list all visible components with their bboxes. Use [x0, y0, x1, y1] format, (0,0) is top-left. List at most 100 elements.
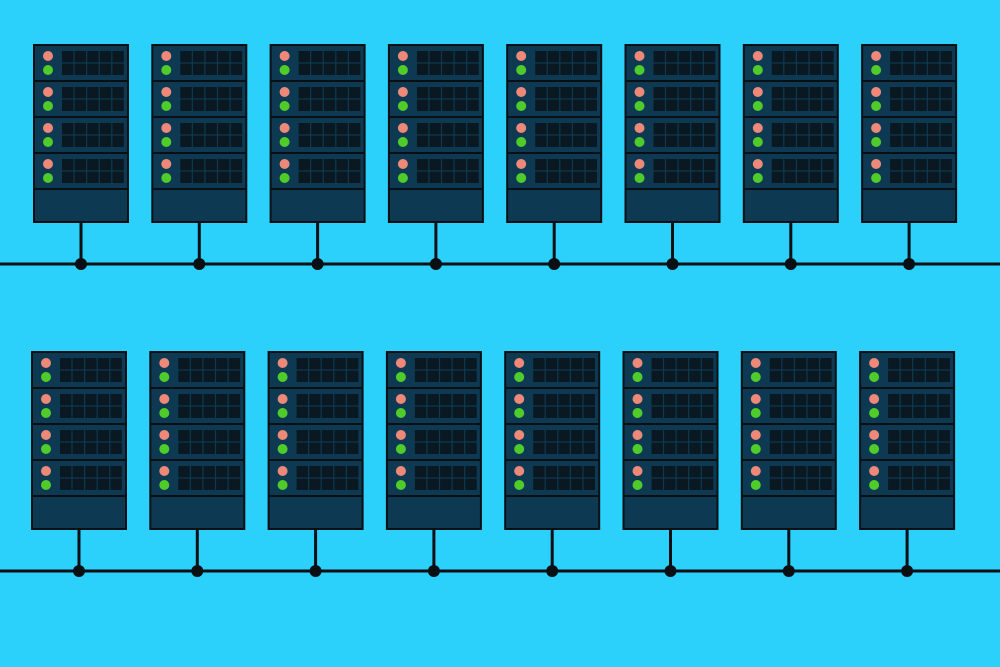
drive-bay	[180, 135, 192, 147]
drive-bay	[74, 51, 86, 63]
drive-bay	[216, 394, 228, 406]
drive-bay	[467, 63, 479, 75]
status-led-red-icon	[634, 159, 645, 169]
status-led-green-icon	[395, 480, 406, 490]
drive-bay	[99, 99, 112, 111]
status-led-green-icon	[634, 101, 645, 111]
drive-bay	[85, 370, 97, 382]
drive-bay	[689, 370, 701, 382]
server-unit	[624, 389, 717, 423]
drive-bay	[321, 394, 334, 406]
drive-bay	[915, 159, 927, 171]
drive-bay	[190, 430, 203, 442]
drive-bay	[678, 87, 691, 99]
drive-bay	[900, 478, 913, 490]
drive-bay	[110, 430, 122, 442]
drive-bay	[809, 159, 821, 171]
drive-bay	[85, 466, 97, 478]
drive-bay	[691, 87, 703, 99]
drive-bay	[888, 430, 900, 442]
drive-bay	[311, 135, 323, 147]
drive-bay	[178, 478, 190, 490]
drive-bay	[545, 358, 558, 370]
drive-bay	[653, 123, 665, 135]
drive-bay	[547, 123, 560, 135]
drive-bay	[190, 406, 203, 418]
status-led-green-icon	[159, 444, 170, 454]
status-led-red-icon	[869, 430, 880, 440]
drive-bay	[797, 99, 809, 111]
server-base	[861, 497, 954, 528]
status-led-green-icon	[632, 408, 643, 418]
drive-bay	[452, 358, 465, 370]
drive-bay	[62, 87, 74, 99]
drive-bay	[228, 466, 241, 478]
drive-bay	[321, 370, 334, 382]
server-unit	[861, 425, 954, 459]
drive-bay	[915, 63, 927, 75]
drive-bay	[822, 51, 834, 63]
drive-bay	[890, 51, 902, 63]
drive-bay	[927, 87, 940, 99]
drive-bay	[309, 406, 321, 418]
drive-bay	[535, 51, 547, 63]
drive-bay	[676, 430, 689, 442]
drive-bay	[190, 442, 203, 454]
drive-bay	[454, 63, 467, 75]
drive-bay	[414, 406, 427, 418]
network-node	[784, 258, 797, 270]
status-led-green-icon	[514, 480, 525, 490]
drive-bay	[558, 478, 570, 490]
network-node	[309, 565, 322, 577]
drive-bay	[820, 358, 832, 370]
drive-bay	[97, 358, 110, 370]
drive-bay	[97, 466, 110, 478]
drive-bay	[347, 442, 359, 454]
drive-bay	[298, 123, 310, 135]
network-node	[75, 258, 87, 270]
drive-bay	[203, 358, 215, 370]
drive-bay	[178, 394, 190, 406]
drive-bay	[218, 51, 230, 63]
drive-bay	[110, 442, 122, 454]
drive-bay	[298, 135, 310, 147]
drive-bay	[203, 406, 215, 418]
drive-bay	[309, 358, 321, 370]
drive-bay	[178, 466, 190, 478]
drive-bay	[336, 87, 348, 99]
status-led-red-icon	[516, 159, 527, 169]
drive-bay	[560, 123, 572, 135]
drive-bay	[664, 370, 676, 382]
network-node	[901, 565, 914, 577]
drive-bay	[334, 370, 346, 382]
drive-bay	[701, 406, 714, 418]
drive-bay	[902, 51, 915, 63]
drive-bay	[87, 159, 99, 171]
drive-bay	[192, 51, 205, 63]
drive-bay	[228, 358, 241, 370]
drive-bay	[296, 466, 308, 478]
server-unit	[389, 118, 482, 152]
drive-bay	[769, 358, 782, 370]
drive-bay	[571, 466, 583, 478]
drive-bay	[927, 123, 940, 135]
drive-bay	[676, 370, 689, 382]
drive-bay	[771, 135, 784, 147]
drive-bay	[180, 159, 192, 171]
drive-bay	[807, 430, 819, 442]
status-led-red-icon	[161, 87, 172, 97]
drive-bay	[691, 63, 703, 75]
drive-bay	[795, 370, 807, 382]
drive-bay	[87, 63, 99, 75]
drive-bay	[60, 370, 72, 382]
status-led-red-icon	[634, 123, 645, 133]
drive-bay	[585, 135, 597, 147]
drive-bay	[940, 51, 952, 63]
drive-bay	[573, 87, 585, 99]
drive-bay	[442, 159, 454, 171]
drive-bay	[666, 51, 678, 63]
server-unit	[744, 154, 837, 188]
drive-bay	[216, 466, 228, 478]
drive-bay	[701, 394, 714, 406]
network-node	[548, 258, 561, 270]
